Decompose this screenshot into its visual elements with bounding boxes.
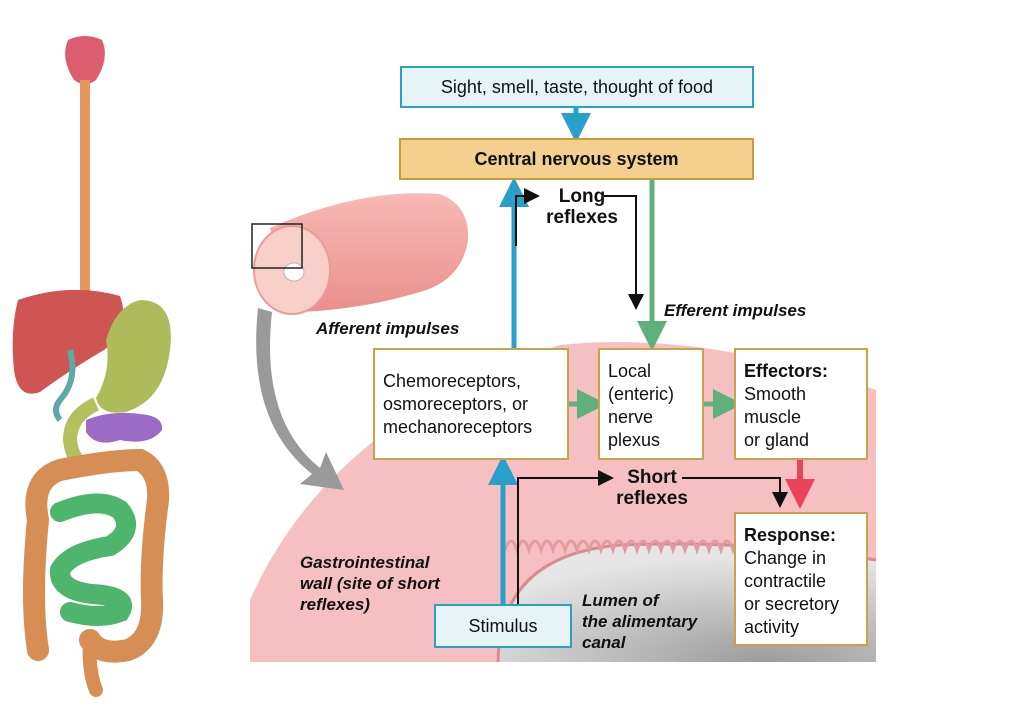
enteric-line-2: (enteric) [608, 384, 675, 404]
large-intestine-shape [23, 448, 170, 663]
enteric-line-3: nerve [608, 407, 654, 427]
afferent-impulses-label: Afferent impulses [316, 318, 459, 339]
short-reflexes-line-1: Short [627, 467, 677, 488]
response-line-1: Change in [744, 548, 827, 568]
cns-box: Central nervous system [399, 138, 754, 180]
effectors-box: Effectors: Smooth muscle or gland [734, 348, 868, 460]
stimulus-box: Stimulus [434, 604, 572, 648]
bile-duct-shape [53, 349, 76, 422]
pancreas-shape [86, 412, 163, 443]
effectors-line-1: Smooth [744, 384, 807, 404]
short-reflexes-label: Short reflexes [604, 467, 700, 509]
lumen-line-3: canal [582, 633, 626, 652]
arrow-short-reflex [517, 470, 614, 604]
receptors-box: Chemoreceptors, osmoreceptors, or mechan… [373, 348, 569, 460]
small-intestine-shape [49, 493, 137, 626]
sensory-input-text: Sight, smell, taste, thought of food [440, 77, 714, 97]
gi-wall-label: Gastrointestinal wall (site of short ref… [300, 552, 440, 615]
effectors-line-3: or gland [744, 430, 810, 450]
enteric-line-1: Local [608, 361, 652, 381]
gi-wall-line-2: wall (site of short [300, 574, 440, 593]
arrows [488, 108, 815, 604]
gi-wall-line-1: Gastrointestinal [300, 553, 430, 572]
lumen-line-1: Lumen of [582, 591, 659, 610]
mouth-shape [65, 36, 105, 84]
arrow-long-reflex-down [604, 195, 644, 310]
stimulus-text: Stimulus [468, 616, 538, 636]
enteric-line-4: plexus [608, 430, 661, 450]
response-line-2: contractile [744, 571, 827, 591]
lumen-line-2: the alimentary [582, 612, 698, 631]
response-line-4: activity [744, 617, 800, 637]
zoom-arrow-shape [256, 308, 344, 490]
effectors-line-2: muscle [744, 407, 802, 427]
long-reflexes-line-2: reflexes [546, 207, 618, 228]
long-reflexes-line-1: Long [558, 186, 606, 207]
short-reflexes-line-2: reflexes [616, 488, 688, 509]
efferent-impulses-text: Efferent impulses [664, 301, 807, 320]
intestine-tube-illustration [251, 193, 469, 490]
effectors-title: Effectors: [744, 361, 829, 381]
afferent-impulses-text: Afferent impulses [316, 319, 460, 338]
cns-text: Central nervous system [474, 149, 679, 169]
receptors-line-3: mechanoreceptors [383, 417, 533, 437]
response-title: Response: [744, 525, 837, 545]
efferent-impulses-label: Efferent impulses [664, 300, 806, 321]
rectum-shape [82, 633, 103, 697]
esophagus-shape [80, 80, 90, 305]
receptors-line-2: osmoreceptors, or [383, 394, 529, 414]
arrow-short-reflex-to-response [682, 477, 788, 508]
gi-wall-line-3: reflexes) [300, 595, 370, 614]
stomach-shape [96, 300, 171, 413]
intestine-lumen-dot [283, 262, 305, 282]
arrow-long-reflex [515, 188, 540, 246]
focus-square [251, 223, 303, 269]
enteric-plexus-box: Local (enteric) nerve plexus [598, 348, 704, 460]
receptors-line-1: Chemoreceptors, [383, 371, 522, 391]
long-reflexes-label: Long reflexes [532, 186, 632, 228]
digestive-system-illustration [12, 36, 171, 697]
sensory-input-box: Sight, smell, taste, thought of food [400, 66, 754, 108]
response-box: Response: Change in contractile or secre… [734, 512, 868, 646]
liver-shape [12, 289, 124, 394]
lumen-label: Lumen of the alimentary canal [582, 590, 697, 653]
response-line-3: or secretory [744, 594, 840, 614]
